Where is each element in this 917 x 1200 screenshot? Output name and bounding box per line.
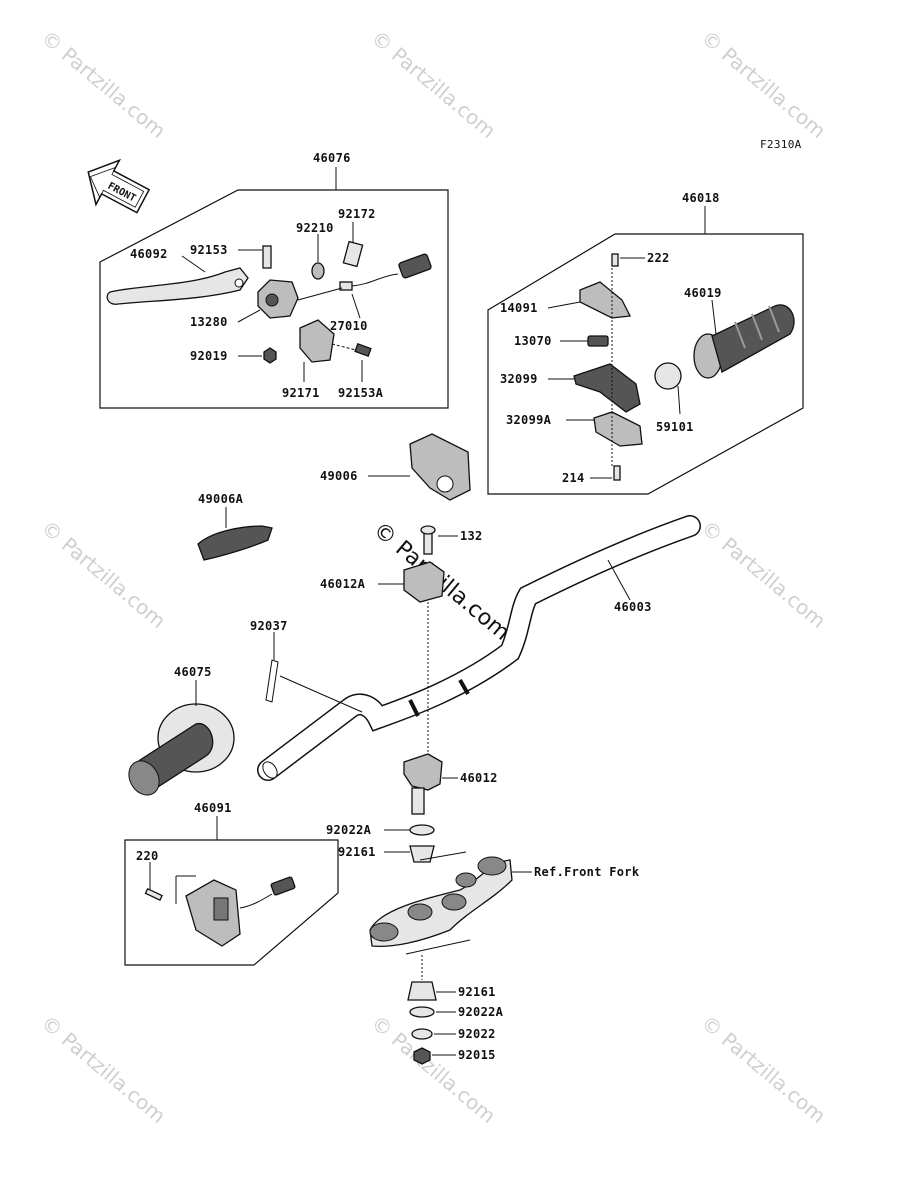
switch-assembly-frame (124, 839, 339, 966)
housing-32099A (593, 411, 643, 447)
bolt-92153A (354, 343, 372, 357)
label-46012A: 46012A (320, 577, 366, 591)
label-222: 222 (647, 251, 670, 265)
label-92210: 92210 (296, 221, 334, 235)
label-32099: 32099 (500, 372, 538, 386)
label-46012: 46012 (460, 771, 498, 785)
label-92015: 92015 (458, 1048, 496, 1062)
lever-assembly-frame (99, 189, 449, 409)
triple-clamp (369, 859, 513, 948)
upper-clamp-46012A (403, 561, 445, 603)
label-46091: 46091 (194, 801, 232, 815)
label-92161-top: 92161 (338, 845, 376, 859)
cable-guide-59101 (654, 362, 682, 390)
label-220: 220 (136, 849, 159, 863)
label-92022: 92022 (458, 1027, 496, 1041)
left-grip-46075-group: 46075 (128, 665, 235, 796)
label-14091: 14091 (500, 301, 538, 315)
bolt-92153 (262, 245, 272, 269)
label-ref-front-fork: Ref.Front Fork (534, 865, 640, 879)
clip-92037-group: 92037 (250, 619, 363, 713)
label-92153: 92153 (190, 243, 228, 257)
watermark-top-left: © Partzilla.com (37, 25, 171, 143)
screw-222 (611, 253, 619, 267)
adjuster-92210 (311, 262, 325, 280)
washer-92022A-bot (409, 1006, 435, 1018)
connector-46091 (270, 876, 296, 896)
lower-stack-group: 92161 92022A 92022 92015 (407, 955, 504, 1065)
cover-49006A-group: 49006A (197, 492, 273, 561)
label-46003: 46003 (614, 600, 652, 614)
label-46092: 46092 (130, 247, 168, 261)
nut-92019 (263, 347, 277, 364)
washer-92022 (411, 1028, 433, 1040)
hand-guard-49006-group: 49006 (320, 433, 471, 501)
label-49006: 49006 (320, 469, 358, 483)
label-132: 132 (460, 529, 483, 543)
label-92022A-top: 92022A (326, 823, 372, 837)
bushing-92161-top (409, 845, 435, 863)
label-92171: 92171 (282, 386, 320, 400)
watermark-bot-right: © Partzilla.com (697, 1010, 831, 1128)
screw-214 (613, 465, 621, 481)
label-46075: 46075 (174, 665, 212, 679)
label-13280: 13280 (190, 315, 228, 329)
label-92161-bot: 92161 (458, 985, 496, 999)
label-92172: 92172 (338, 207, 376, 221)
nut-92015 (413, 1047, 431, 1065)
cover-14091 (579, 281, 631, 319)
label-46018: 46018 (682, 191, 720, 205)
housing-32099 (573, 363, 641, 413)
watermark-mid-right: © Partzilla.com (697, 515, 831, 633)
label-92019: 92019 (190, 349, 228, 363)
lower-holder-46012 (403, 753, 443, 791)
switch-housing-46091 (185, 879, 241, 947)
watermark-bot-left: © Partzilla.com (37, 1010, 171, 1128)
watermark-mid-left: © Partzilla.com (37, 515, 171, 633)
label-46019: 46019 (684, 286, 722, 300)
label-214: 214 (562, 471, 585, 485)
label-92037: 92037 (250, 619, 288, 633)
right-grip-46019 (693, 304, 795, 379)
throttle-group: 46018 222 14091 13070 32099 32099A 214 5… (487, 191, 804, 495)
lower-holder-group: 46012 92022A 92161 (326, 753, 498, 863)
handlebar-group: 46003 (257, 515, 701, 781)
upper-clamp-group: 132 46012A (320, 525, 483, 766)
label-92153A: 92153A (338, 386, 384, 400)
throttle-assembly-frame (487, 233, 804, 495)
front-arrow: FRONT (87, 158, 151, 214)
nut-13070 (587, 335, 609, 347)
hand-guard-49006 (409, 433, 471, 501)
connector-27010 (398, 253, 432, 279)
screw-220 (144, 887, 163, 901)
label-27010: 27010 (330, 319, 368, 333)
watermark-top-center: © Partzilla.com (367, 25, 501, 143)
clutch-lever-group: 46076 46092 92153 92210 92172 13280 2701… (99, 151, 449, 409)
triple-clamp-group: Ref.Front Fork (369, 851, 640, 955)
label-13070: 13070 (514, 334, 552, 348)
figure-code: F2310A (760, 138, 802, 151)
cover-49006A (197, 525, 273, 561)
bushing-92161-bot (407, 981, 437, 1001)
switch-assembly-group: 46091 220 (124, 801, 339, 966)
switch-27010 (339, 281, 353, 291)
clip-92037 (265, 659, 279, 703)
washer-92022A-top (409, 824, 435, 836)
label-59101: 59101 (656, 420, 694, 434)
watermark-top-right: © Partzilla.com (697, 25, 831, 143)
label-92022A-bot: 92022A (458, 1005, 504, 1019)
adjuster-92172 (342, 240, 364, 268)
label-46076: 46076 (313, 151, 351, 165)
clamp-92171 (299, 319, 335, 363)
label-49006A: 49006A (198, 492, 244, 506)
clutch-lever-part (106, 267, 249, 305)
label-32099A: 32099A (506, 413, 552, 427)
